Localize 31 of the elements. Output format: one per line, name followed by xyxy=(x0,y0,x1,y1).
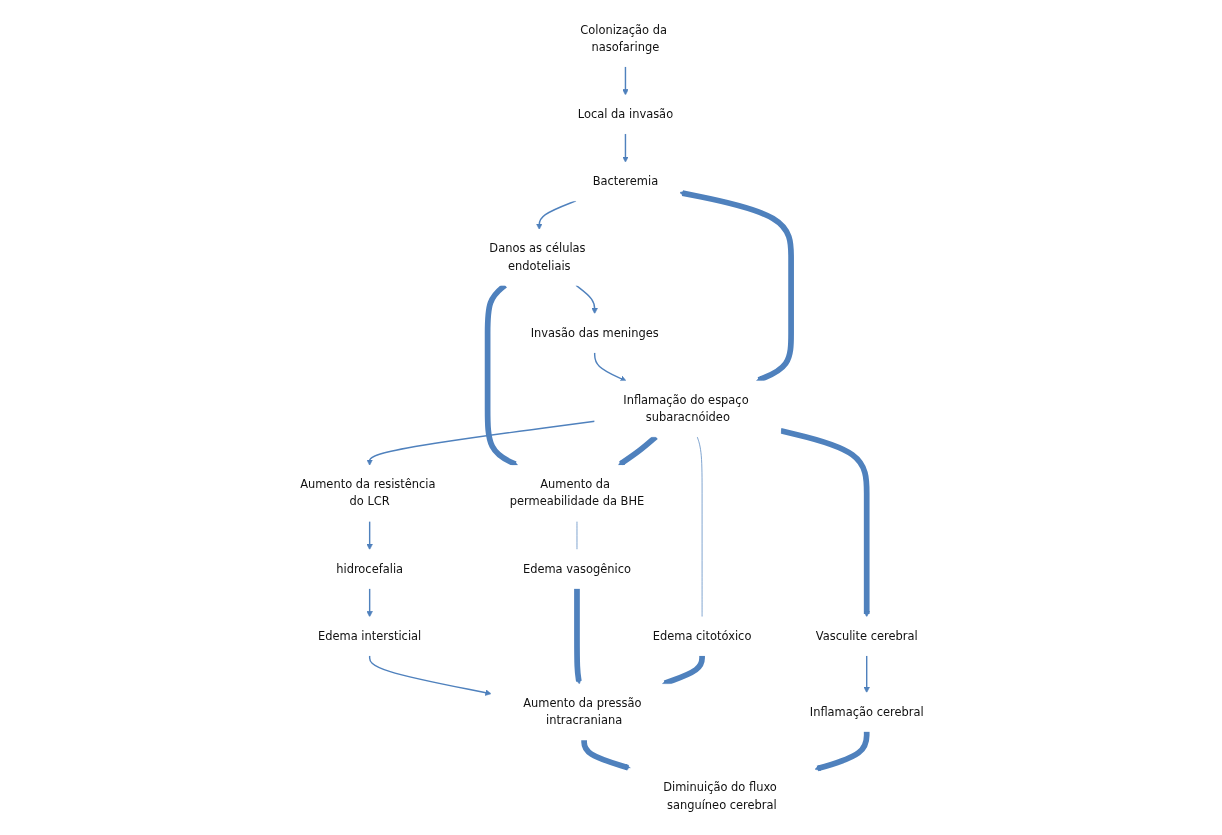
node-text: Local da invasão xyxy=(577,107,674,121)
arrow xyxy=(366,587,373,618)
arrow xyxy=(536,200,577,230)
node-text: Edema citotóxico xyxy=(652,629,752,643)
node-text: Edema intersticial xyxy=(318,629,422,643)
node-text: Edema vasogênico xyxy=(523,561,632,576)
arrow xyxy=(863,654,870,693)
arrow xyxy=(780,428,870,618)
arrow xyxy=(366,420,596,466)
node-text: Colonização da nasofaringe xyxy=(580,22,668,54)
arrow xyxy=(622,65,629,96)
node-text: Invasão das meninges xyxy=(530,325,659,340)
node-text: Aumento da permeabilidade da BHE xyxy=(509,477,645,509)
node-text: hidrocefalia xyxy=(336,561,404,576)
arrow xyxy=(574,587,582,685)
arrow xyxy=(622,132,629,163)
node-text: Inflamação do espaço subaracnóideo xyxy=(623,393,749,424)
node-text: Aumento da pressão intracraniana xyxy=(523,696,642,728)
node-text: Bacteremia xyxy=(592,174,659,189)
node-text: Inflamação cerebral xyxy=(809,704,924,719)
arrow xyxy=(369,654,492,696)
arrow xyxy=(594,351,627,382)
node-text: Aumento da resistência do LCR xyxy=(300,477,436,509)
arrow xyxy=(661,655,706,686)
node-text: Danos as células endoteliais xyxy=(489,241,586,273)
connector xyxy=(696,436,703,618)
arrow xyxy=(575,284,598,315)
node-text: Diminuição do fluxo sanguíneo cerebral xyxy=(663,780,777,812)
arrow xyxy=(679,190,795,383)
node-text: Vasculite cerebral xyxy=(815,629,918,643)
arrow xyxy=(366,520,373,551)
